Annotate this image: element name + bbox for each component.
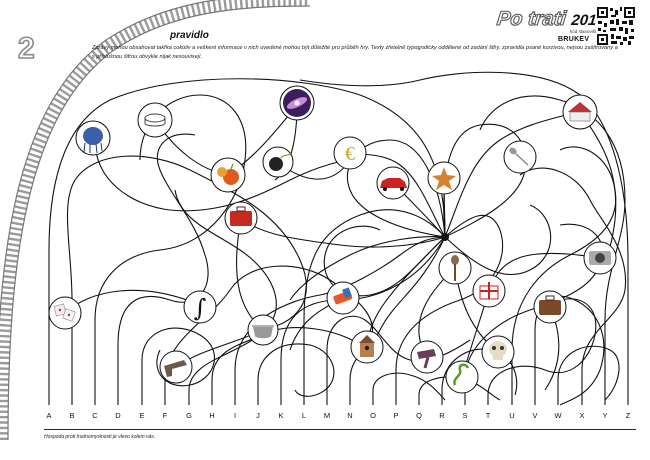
integral-sign-icon: ∫	[183, 290, 217, 324]
letter-label: T	[486, 411, 491, 420]
apple-icon	[210, 157, 246, 193]
suitcase-icon	[224, 201, 258, 235]
pot-icon	[247, 314, 279, 346]
spoon-icon	[503, 140, 537, 174]
letter-label: I	[234, 411, 236, 420]
letter-label: Y	[602, 411, 607, 420]
ring-icon	[137, 102, 173, 138]
letter-label: V	[532, 411, 537, 420]
galaxy-icon	[279, 85, 315, 121]
snake-icon	[445, 360, 479, 394]
footer-note: Hospoda proti trudnomyslnosti je vlevo k…	[44, 434, 156, 440]
answer-letters: A B C D E F G H I J K L M N O P Q R S T …	[46, 411, 630, 420]
svg-text:€: €	[345, 143, 355, 165]
letter-label: F	[163, 411, 168, 420]
letter-label: E	[139, 411, 144, 420]
letter-label: C	[92, 411, 98, 420]
rail-track-drawing	[0, 0, 311, 441]
letter-label: D	[115, 411, 121, 420]
code-caption: kód stanoviště	[570, 29, 599, 34]
jellyfish-icon	[75, 120, 111, 156]
letter-label: U	[509, 411, 514, 420]
letter-label: L	[302, 411, 306, 420]
letter-label: S	[462, 411, 467, 420]
bomb-icon	[262, 146, 294, 178]
letter-label: P	[393, 411, 398, 420]
hair-dryer-icon	[410, 340, 444, 374]
letter-label: M	[324, 411, 330, 420]
letter-label: J	[256, 411, 260, 420]
maze-icons: € ∫	[48, 85, 617, 394]
letter-label: G	[186, 411, 192, 420]
car-icon	[376, 166, 410, 200]
qr-code-icon	[596, 6, 636, 46]
letter-label: Q	[416, 411, 422, 420]
eraser-icon	[326, 281, 360, 315]
letter-label: W	[554, 411, 562, 420]
letter-label: A	[46, 411, 51, 420]
skull-icon	[481, 335, 515, 369]
code-value: BRUKEV	[558, 36, 590, 43]
letter-label: Z	[626, 411, 631, 420]
letter-label: B	[69, 411, 74, 420]
svg-text:∫: ∫	[194, 294, 207, 322]
footer-divider	[44, 429, 636, 430]
letter-label: R	[439, 411, 445, 420]
camera-icon	[583, 241, 617, 275]
rule-text: Zprávy mohou obsahovat takřka cokoliv a …	[92, 45, 618, 60]
letter-label: N	[347, 411, 352, 420]
house-icon	[562, 94, 598, 130]
euro-sign-icon: €	[333, 136, 367, 170]
dice-icon	[48, 296, 82, 330]
birdhouse-icon	[350, 330, 384, 364]
briefcase-icon	[533, 290, 567, 324]
gift-icon	[472, 274, 506, 308]
gun-icon	[159, 350, 193, 384]
letter-label: O	[370, 411, 376, 420]
maze-hub	[441, 233, 449, 241]
letter-label: K	[278, 411, 283, 420]
starfish-icon	[427, 161, 461, 195]
rule-title: pravidlo	[170, 30, 209, 41]
letter-label: X	[579, 411, 584, 420]
letter-label: H	[209, 411, 214, 420]
torch-icon	[438, 251, 472, 285]
maze-paths	[48, 71, 629, 406]
puzzle-number: 2	[17, 31, 35, 66]
